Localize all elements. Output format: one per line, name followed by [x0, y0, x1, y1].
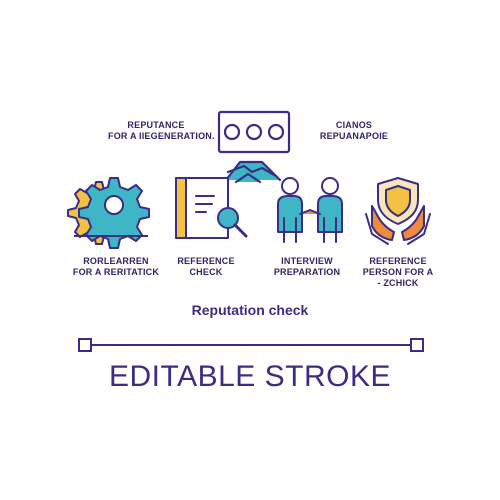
label-interview: INTERVIEW PREPARATION	[273, 256, 341, 277]
hands-shield-icon	[365, 177, 431, 245]
label-reference-person: REFERENCE PERSON FOR A - ZCHICK	[362, 256, 434, 288]
label-reference-check: REFERENCE CHECK	[177, 256, 235, 277]
slider-handle-left[interactable]	[78, 338, 92, 352]
two-people-handshake-icon	[277, 177, 343, 243]
footer-caption: EDITABLE STROKE	[108, 360, 391, 393]
label-top-right: CIANOS REPUANAPOIE	[319, 120, 389, 141]
label-top-left: REPUTANCE FOR A IIEGENERATION.	[108, 120, 215, 141]
page-title: Reputation check	[191, 302, 309, 318]
gear-icon	[67, 177, 150, 249]
document-magnifier-icon	[175, 177, 248, 239]
stroke-slider[interactable]	[78, 338, 424, 352]
group-handshake-icon	[217, 110, 291, 184]
label-gear: RORLEARREN FOR A RERITATICK	[72, 256, 160, 277]
slider-handle-right[interactable]	[410, 338, 424, 352]
slider-track	[85, 344, 417, 346]
